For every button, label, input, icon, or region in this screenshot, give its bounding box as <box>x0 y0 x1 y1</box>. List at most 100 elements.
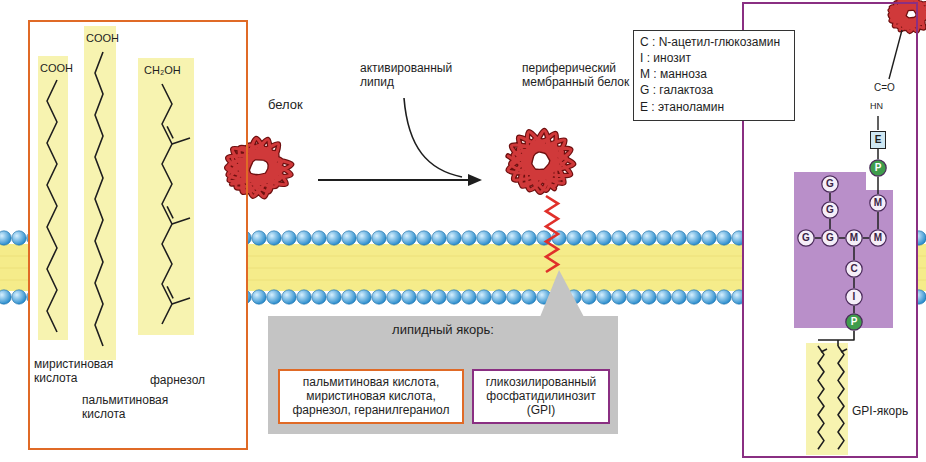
bond-line <box>829 219 831 229</box>
lipid-head <box>477 290 491 304</box>
symbol-letter: G <box>802 233 810 243</box>
lipid-head <box>642 231 656 245</box>
lipid-head <box>642 290 656 304</box>
node-text: GPI-якорь <box>852 405 908 419</box>
lipid-head <box>612 231 626 245</box>
node-text: миристиновая кислота <box>34 358 122 386</box>
lipid-head <box>12 231 26 245</box>
lipid-head <box>387 231 401 245</box>
circle-shape <box>846 314 862 330</box>
bond-line <box>839 237 845 239</box>
symbol-letter: M <box>874 198 882 208</box>
symbol-letter: P <box>875 163 882 173</box>
circle-shape <box>822 202 838 218</box>
phosphate-circle: P <box>869 159 887 177</box>
symbol-letter: I <box>853 292 856 302</box>
lipid-head <box>507 231 521 245</box>
bond-line <box>853 278 855 288</box>
lipid-head <box>312 231 326 245</box>
symbol-letter: G <box>826 233 834 243</box>
lipid-head <box>597 290 611 304</box>
lipid-head <box>12 290 26 304</box>
node-text: липидный якорь: <box>274 322 612 337</box>
farnesol-chain <box>162 84 172 324</box>
ethanolamine-box: E <box>870 131 886 149</box>
lipid-head <box>0 231 11 245</box>
chain-highlight <box>84 26 116 360</box>
lipid-head <box>312 290 326 304</box>
curved-arrow <box>404 98 462 177</box>
lipid-head <box>522 231 536 245</box>
circle-shape <box>822 176 838 192</box>
bond-line <box>863 237 869 239</box>
glycerol-link <box>818 331 854 340</box>
lipid-head <box>357 290 371 304</box>
lipid-head <box>687 290 701 304</box>
lipid-head <box>372 290 386 304</box>
lipid-head <box>672 290 686 304</box>
chain-highlight <box>806 343 848 455</box>
sugar-circle: G <box>821 175 839 193</box>
node-text: гликозилированный фосфатидилинозит (GPI) <box>480 375 602 417</box>
ester-bond <box>841 349 847 352</box>
sugar-circle: M <box>869 194 887 212</box>
circle-shape <box>846 261 862 277</box>
sugar-circle: G <box>821 201 839 219</box>
lipid-head <box>717 231 731 245</box>
lipid-head <box>672 231 686 245</box>
lipid-head <box>702 290 716 304</box>
bond-line <box>829 193 831 201</box>
lipid-head <box>687 231 701 245</box>
lipid-head <box>477 231 491 245</box>
chemical-group: HN <box>870 101 883 111</box>
phosphate-circle: P <box>845 313 863 331</box>
lipid-panel: COOHCOOHCH₂OHмиристиновая кислотапальмит… <box>28 20 248 450</box>
lipid-head <box>387 290 401 304</box>
lipid-head <box>492 290 506 304</box>
double-bond <box>167 126 173 138</box>
palmitic-chain <box>95 52 103 346</box>
lipid-head <box>327 231 341 245</box>
lipid-head <box>717 290 731 304</box>
double-bond <box>167 286 173 298</box>
lipid-head <box>267 290 281 304</box>
lipid-head <box>582 290 596 304</box>
lipid-head <box>252 290 266 304</box>
lipid-head <box>447 231 461 245</box>
lipid-head <box>417 231 431 245</box>
callout-box: пальмитиновая кислота, миристиновая кисл… <box>268 316 618 434</box>
glycerol-link <box>837 340 839 346</box>
double-bond <box>167 206 173 218</box>
protein-label: периферический мембранный белок <box>522 62 630 90</box>
bond-line <box>853 306 855 313</box>
lipid-head <box>417 290 431 304</box>
lipid-head <box>357 231 371 245</box>
reagent-label: активированный липид <box>360 62 470 90</box>
lipid-head <box>702 231 716 245</box>
bond-line <box>877 212 879 229</box>
lipid-head <box>342 290 356 304</box>
bond-line <box>889 30 902 79</box>
sugar-circle: M <box>845 229 863 247</box>
sugar-circle: G <box>821 229 839 247</box>
node-text: E : этаноламин <box>640 100 788 114</box>
lipid-head <box>282 290 296 304</box>
lipid-head <box>462 290 476 304</box>
lipid-head <box>627 231 641 245</box>
gpi-lipid-chain <box>838 346 844 449</box>
panel-background <box>28 20 248 450</box>
node-text: фарнезол <box>150 374 205 388</box>
node-text: C : N-ацетил-глюкозамин <box>640 35 788 49</box>
lipid-head <box>492 231 506 245</box>
lipid-head <box>0 290 11 304</box>
ester-bond <box>821 349 827 352</box>
methyl-branch <box>172 138 190 144</box>
sugar-circle: M <box>869 229 887 247</box>
node-text: COOH <box>86 32 119 45</box>
arrowhead <box>468 174 482 186</box>
lipid-head <box>657 231 671 245</box>
chain-highlight <box>138 58 194 335</box>
circle-shape <box>846 230 862 246</box>
node-text: I : инозит <box>640 51 788 65</box>
